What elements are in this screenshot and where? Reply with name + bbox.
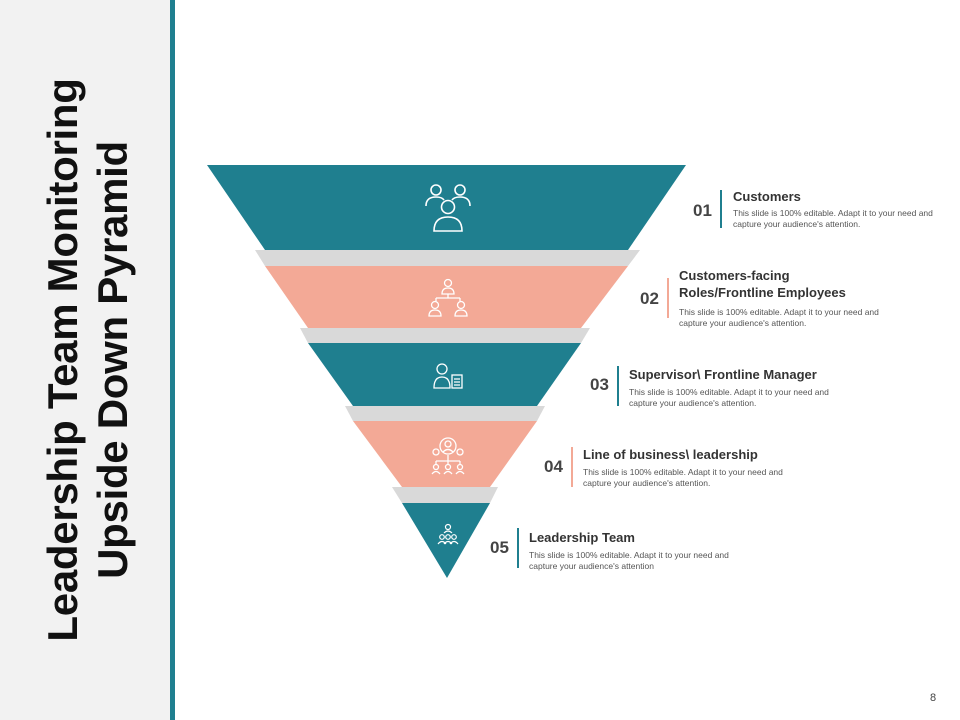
page-number: 8: [930, 692, 937, 704]
step-3-number: 03: [590, 375, 609, 394]
step-5-description: This slide is 100% editable. Adapt it to…: [529, 550, 729, 571]
team-icon: [437, 523, 459, 545]
step-1-description: This slide is 100% editable. Adapt it to…: [733, 208, 933, 229]
step-2-heading: Customers-facing Roles/Frontline Employe…: [679, 268, 846, 300]
step-3-divider: [617, 366, 619, 406]
pyramid-gap-3: [345, 406, 545, 421]
step-3-description: This slide is 100% editable. Adapt it to…: [629, 387, 829, 408]
customers-icon: [425, 184, 471, 232]
step-2-divider: [667, 278, 669, 318]
step-3-heading: Supervisor\ Frontline Manager: [629, 367, 817, 382]
step-2-number: 02: [640, 289, 659, 308]
pyramid-tier-5: [402, 503, 490, 578]
pyramid-gap-4: [392, 487, 498, 503]
pyramid-tier-1: [207, 165, 686, 250]
pyramid-tier-3: [308, 343, 581, 406]
sidebar-panel: [0, 0, 170, 720]
step-5-heading: Leadership Team: [529, 530, 635, 545]
hierarchy-icon: [428, 278, 468, 317]
step-4-number: 04: [544, 457, 563, 476]
step-1-divider: [720, 190, 722, 228]
manager-icon: [433, 363, 463, 389]
sidebar-accent-bar: [170, 0, 175, 720]
step-5-number: 05: [490, 538, 509, 557]
step-1-number: 01: [693, 201, 712, 220]
step-1-heading: Customers: [733, 189, 801, 204]
pyramid-tier-2: [265, 266, 628, 328]
pyramid-gap-2: [300, 328, 590, 343]
network-icon: [431, 437, 465, 475]
step-4-heading: Line of business\ leadership: [583, 447, 758, 462]
step-4-divider: [571, 447, 573, 487]
step-2-description: This slide is 100% editable. Adapt it to…: [679, 307, 879, 328]
step-5-divider: [517, 528, 519, 568]
step-4-description: This slide is 100% editable. Adapt it to…: [583, 467, 783, 488]
pyramid-gap-1: [255, 250, 640, 266]
